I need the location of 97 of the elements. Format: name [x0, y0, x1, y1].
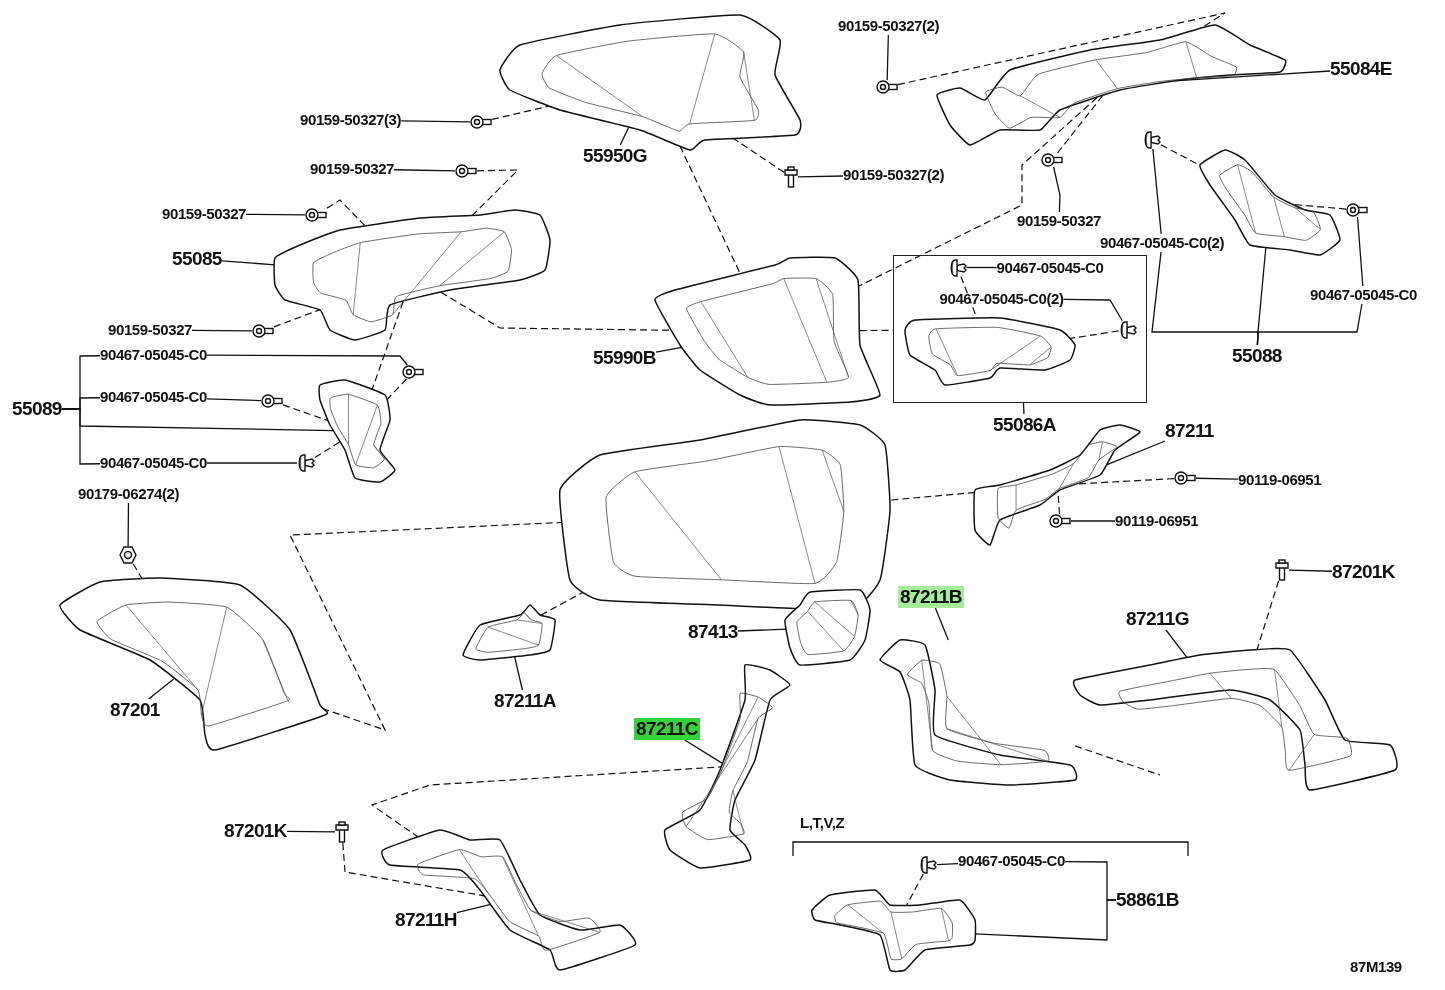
part-number: 87211H [395, 909, 457, 931]
leader-line [393, 169, 456, 172]
part-number: 55990B [593, 347, 656, 369]
leader-line [965, 266, 998, 269]
leader-line [191, 329, 253, 332]
dashed-assembly-line [1293, 204, 1347, 210]
leader-line [1288, 569, 1333, 572]
dashed-assembly-line [732, 137, 785, 173]
dashed-assembly-line [371, 301, 404, 391]
part-number: 90159-50327 [108, 321, 193, 339]
variant-note: L,T,V,Z [800, 814, 845, 831]
leader-line [1105, 440, 1166, 466]
leader-line [1052, 166, 1061, 213]
part-number: 90467-05045-C0 [996, 258, 1104, 277]
dashed-assembly-line [471, 169, 520, 216]
leader-line [1173, 70, 1331, 82]
part-number: 90119-06951 [1115, 512, 1199, 530]
dashed-assembly-line [1068, 330, 1120, 340]
dashed-assembly-line [342, 842, 485, 897]
leader-line [513, 655, 524, 691]
part-number: 90119-06951 [1238, 471, 1322, 489]
part-number: 87211C [634, 718, 700, 740]
part-number: 87211B [898, 586, 964, 608]
part-number: 55085 [172, 248, 222, 270]
part-number: 55084E [1330, 58, 1392, 80]
part-number: 87413 [688, 621, 738, 643]
part-number: 90467-05045-C0 [1310, 286, 1417, 304]
part-number: 90159-50327(3) [300, 111, 402, 129]
part-number: 90467-05045-C0 [100, 454, 207, 472]
group-frame [893, 255, 1147, 403]
leader-line [1256, 303, 1363, 346]
leader-line [934, 607, 949, 641]
leader-line [1070, 520, 1116, 522]
dashed-assembly-line [314, 441, 341, 458]
part-number: 90159-50327(2) [838, 17, 940, 35]
dashed-assembly-line [1256, 580, 1280, 651]
leader-line [456, 903, 492, 914]
part-number: 55089 [12, 398, 62, 420]
figure-code: 87M139 [1350, 958, 1402, 975]
dashed-assembly-line [1056, 95, 1104, 154]
part-number: 90159-50327 [310, 160, 395, 178]
leader-line [737, 628, 788, 632]
part-number: 90159-50327 [1017, 212, 1102, 230]
leader-line [974, 899, 1117, 941]
part-number: 87211A [494, 690, 556, 712]
leader-line [684, 739, 724, 764]
dashed-assembly-line [282, 404, 329, 422]
part-number: 87201 [110, 699, 160, 721]
part-number: 90467-05045-C0 [100, 388, 207, 406]
dashed-assembly-line [370, 766, 722, 839]
part-number: 90159-50327 [162, 205, 247, 223]
part-number: 58861B [1116, 889, 1179, 911]
leader-line [400, 120, 471, 123]
leader-line [797, 175, 844, 178]
part-number: 90467-05045-C0 [100, 346, 207, 364]
part-number: 55950G [583, 145, 647, 167]
part-number: 55088 [1232, 345, 1282, 367]
part-number: 90159-50327(2) [843, 166, 945, 184]
dashed-assembly-line [857, 97, 1098, 288]
part-number: 55086A [993, 414, 1056, 436]
leader-line [206, 462, 298, 464]
part-number: 87211G [1126, 608, 1189, 630]
part-number: 87211 [1165, 420, 1214, 442]
leader-line [1063, 298, 1123, 322]
leader-line [61, 408, 334, 432]
leader-line [148, 678, 175, 700]
leader-line [886, 34, 889, 81]
dashed-assembly-line [906, 873, 924, 906]
leader-line [206, 398, 262, 402]
dashed-assembly-line [385, 378, 408, 402]
leader-line [221, 260, 276, 266]
part-number: 90467-05045-C0(2) [1100, 234, 1225, 252]
leader-line [127, 502, 130, 547]
dashed-assembly-line [888, 491, 976, 501]
dashed-assembly-line [679, 145, 741, 275]
leader-line [936, 862, 959, 866]
part-number: 90467-05045-C0 [958, 852, 1065, 870]
part-number: 90467-05045-C0(2) [939, 289, 1064, 308]
leader-line [206, 354, 408, 366]
part-number: 87201K [224, 820, 287, 842]
leader-line [1022, 402, 1025, 415]
leader-line [1356, 216, 1364, 287]
leader-line [655, 346, 683, 353]
leader-line [1195, 477, 1239, 480]
leader-line [1152, 148, 1162, 235]
leader-line [1165, 629, 1188, 659]
part-number: 90179-06274(2) [78, 485, 180, 503]
leader-line [619, 126, 630, 146]
part-number: 87201K [1332, 561, 1395, 583]
dashed-assembly-line [897, 12, 1226, 86]
leader-line [286, 830, 336, 833]
dashed-assembly-line [326, 199, 366, 227]
dashed-assembly-line [1074, 745, 1161, 776]
dashed-assembly-line [132, 563, 143, 580]
dashed-assembly-line [491, 105, 551, 121]
dashed-assembly-line [273, 309, 321, 328]
leader-line [245, 213, 306, 216]
